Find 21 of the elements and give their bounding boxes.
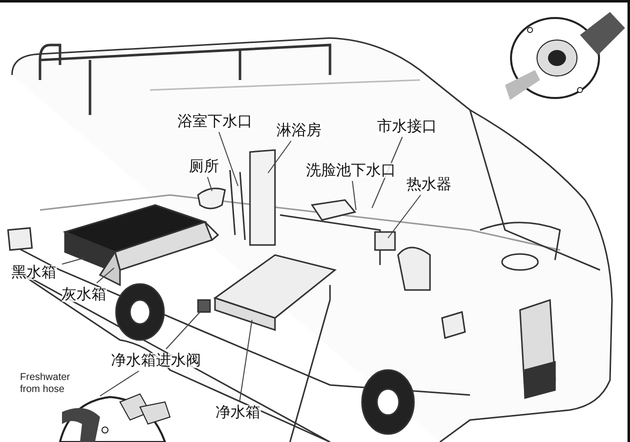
callout-label: 黑水箱 bbox=[12, 264, 56, 280]
callout-label: 净水箱进水阀 bbox=[111, 352, 201, 368]
leader-line bbox=[207, 176, 212, 192]
leader-line bbox=[239, 320, 252, 402]
callout-label: 淋浴房 bbox=[276, 122, 322, 138]
leader-line bbox=[268, 140, 292, 174]
callout-label: 厕所 bbox=[189, 158, 219, 174]
inset-caption: Freshwater from hose bbox=[20, 372, 72, 396]
callout-label: 洗脸池下水口 bbox=[306, 162, 396, 178]
leader-line bbox=[96, 268, 114, 284]
callout-label: 热水器 bbox=[406, 176, 452, 192]
leader-line bbox=[218, 132, 238, 186]
leader-line bbox=[62, 258, 84, 265]
leader-line bbox=[166, 312, 200, 350]
callout-label: 浴室下水口 bbox=[178, 114, 252, 128]
leader-line bbox=[352, 180, 356, 210]
callout-label: 灰水箱 bbox=[62, 286, 106, 302]
leader-line bbox=[100, 370, 140, 396]
callout-label: 净水箱 bbox=[216, 404, 260, 420]
leader-line bbox=[388, 194, 422, 238]
callout-label: 市水接口 bbox=[377, 118, 437, 134]
